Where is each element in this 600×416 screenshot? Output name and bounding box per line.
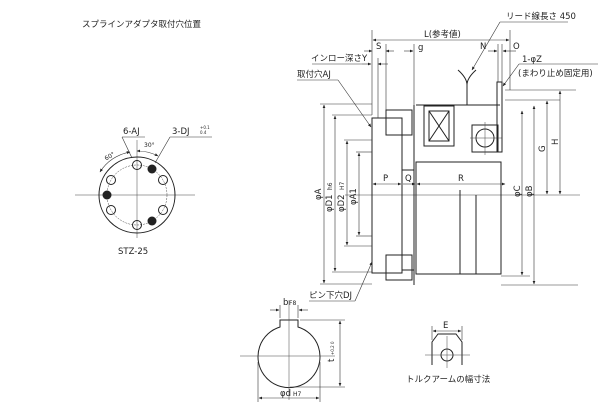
outer-circle (98, 156, 176, 234)
title-text: スプラインアダプタ取付穴位置 (82, 19, 202, 30)
aj-hole (158, 175, 168, 185)
dim-O-label: O (513, 42, 520, 52)
rotation-stop-leader (502, 63, 520, 87)
aj-hole (158, 205, 168, 215)
dim-B-label: φB (525, 185, 535, 197)
dim-t-label: t (327, 358, 337, 362)
dim-Q-label: Q (405, 174, 412, 184)
dim-d-label: φd (280, 389, 291, 399)
pin-hole-label: ピン下穴DJ (309, 290, 352, 301)
dim-A1-label: φA1 (349, 188, 359, 205)
dim-D1-tol: h6 (327, 182, 334, 190)
rotation-stop-note: (まわり止め固定用) (518, 68, 593, 79)
angle-60-arc (99, 151, 131, 173)
torque-arm-pin (496, 81, 503, 153)
dim-D1-label: φD1 (325, 194, 335, 212)
dim-R-label: R (458, 174, 464, 184)
dim-S-label: S (376, 42, 381, 52)
coil (428, 110, 450, 142)
aj-hole (132, 160, 142, 170)
lead-wire-ends (457, 69, 477, 86)
coil-cross (428, 110, 450, 142)
dj-hole (147, 216, 157, 226)
spline-adapter-view: 60° 30° 6-AJ 3-DJ +0.1 0.4 STZ-25 (75, 125, 212, 257)
dim-t-tol: +0.2 0 (330, 341, 335, 355)
dim-E-label: E (443, 321, 448, 331)
dj-leader (154, 136, 171, 164)
dj-tol-lower: 0.4 (200, 130, 207, 135)
aj-hole (106, 205, 116, 215)
angle-30-arc (136, 149, 159, 157)
mount-hole-label: 取付穴AJ (297, 69, 331, 80)
dim-H-label: H (551, 139, 561, 145)
dim-A-label: φA (314, 188, 324, 200)
dim-b-tol: F8 (289, 300, 296, 307)
aj-holes (106, 160, 168, 230)
pin-hole-leader (354, 261, 373, 302)
main-view: L(参考値) S g N O リード線長さ 450 インロー深さY 取付穴AJ … (297, 11, 598, 302)
dj-label: 3-DJ (172, 127, 190, 137)
dim-D2-group: φD2 H7 (337, 181, 347, 212)
torque-arm-view: E トルクアームの幅寸法 (406, 321, 490, 385)
main-housing (415, 161, 502, 275)
lead-wire-leader (471, 21, 501, 71)
spigot-depth-label: インロー深さY (311, 54, 368, 64)
aj-leader (121, 136, 133, 159)
dim-P-label: P (383, 174, 388, 184)
dim-D2-label: φD2 (337, 194, 347, 212)
dim-D2-tol: H7 (339, 181, 346, 190)
mount-hole-leader (337, 79, 372, 128)
aj-hole (132, 220, 142, 230)
dim-b-label: b (283, 298, 288, 308)
model-label: STZ-25 (118, 247, 148, 257)
dim-G-label: G (538, 145, 548, 152)
adapter-upper-boss (385, 109, 413, 136)
dim-L-label: L(参考値) (424, 29, 461, 40)
adapter-flange (371, 117, 403, 274)
shaft-profile (257, 319, 321, 389)
adapter-lower-boss (385, 254, 413, 281)
dj-tol-upper: +0.1 (200, 125, 210, 130)
dim-C-label: φC (513, 185, 523, 197)
aj-label: 6-AJ (123, 127, 140, 137)
coil-frame (423, 105, 455, 147)
dj-hole (147, 164, 157, 174)
dj-hole (102, 190, 112, 200)
torque-arm-profile (431, 333, 463, 365)
shaft-section-view: b F8 t +0.2 0 φd H7 (240, 298, 345, 402)
dj-holes (102, 164, 157, 226)
dim-g-label: g (418, 43, 423, 53)
dim-d-tol: H7 (293, 391, 302, 398)
aj-hole (106, 175, 116, 185)
torque-arm-caption: トルクアームの幅寸法 (406, 374, 490, 385)
angle-30-label: 30° (144, 142, 155, 149)
lead-wire-label: リード線長さ 450 (506, 11, 576, 22)
rotation-stop-label: 1-φZ (522, 55, 542, 65)
dim-D1-group: φD1 h6 (325, 182, 335, 212)
dim-N-label: N (480, 42, 486, 52)
angle-60-label: 60° (104, 151, 117, 162)
